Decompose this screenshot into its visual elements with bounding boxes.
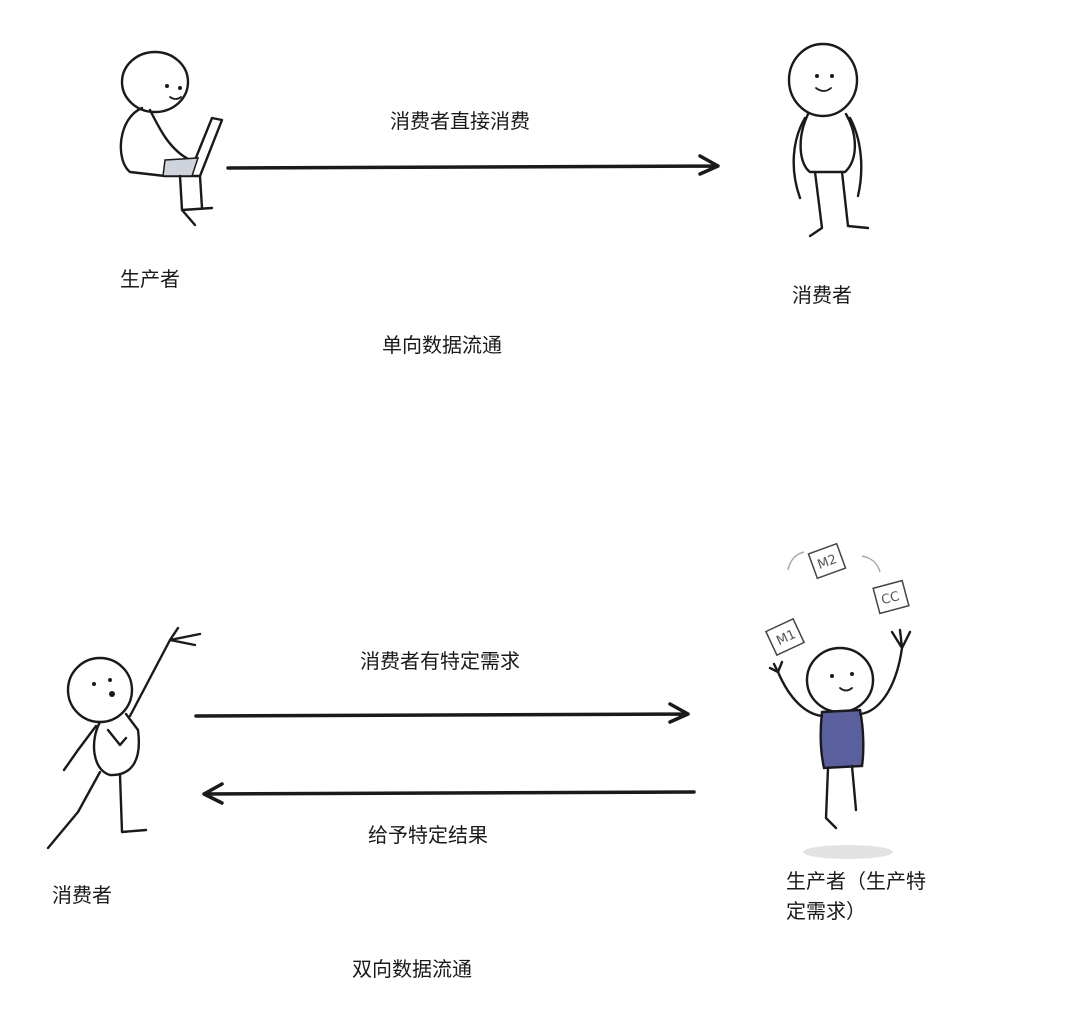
bottom-producer-label-line1: 生产者（生产特 (786, 869, 926, 893)
request-label: 消费者有特定需求 (360, 649, 520, 673)
top-arrow-label: 消费者直接消费 (390, 109, 530, 133)
top-producer-label: 生产者 (120, 267, 180, 291)
card-m1: M1 (764, 617, 806, 657)
bottom-caption: 双向数据流通 (352, 957, 472, 981)
top-arrow (226, 154, 720, 176)
svg-text:M1: M1 (774, 627, 798, 649)
svg-text:M2: M2 (816, 552, 839, 573)
card-m2: M2 (807, 542, 847, 580)
consumer-standing-figure (787, 42, 870, 238)
response-label: 给予特定结果 (368, 823, 488, 847)
producer-laptop-figure (119, 50, 224, 227)
producer-juggling-figure: M1 M2 CC (764, 542, 912, 859)
response-arrow (202, 782, 696, 805)
top-caption: 单向数据流通 (382, 333, 502, 357)
svg-text:CC: CC (880, 589, 901, 608)
top-consumer-label: 消费者 (792, 283, 852, 307)
bottom-consumer-label: 消费者 (52, 883, 112, 907)
consumer-waving-figure (46, 626, 202, 850)
card-cc: CC (872, 579, 910, 615)
request-arrow (194, 702, 690, 724)
bottom-producer-label-line2: 定需求） (786, 899, 866, 923)
